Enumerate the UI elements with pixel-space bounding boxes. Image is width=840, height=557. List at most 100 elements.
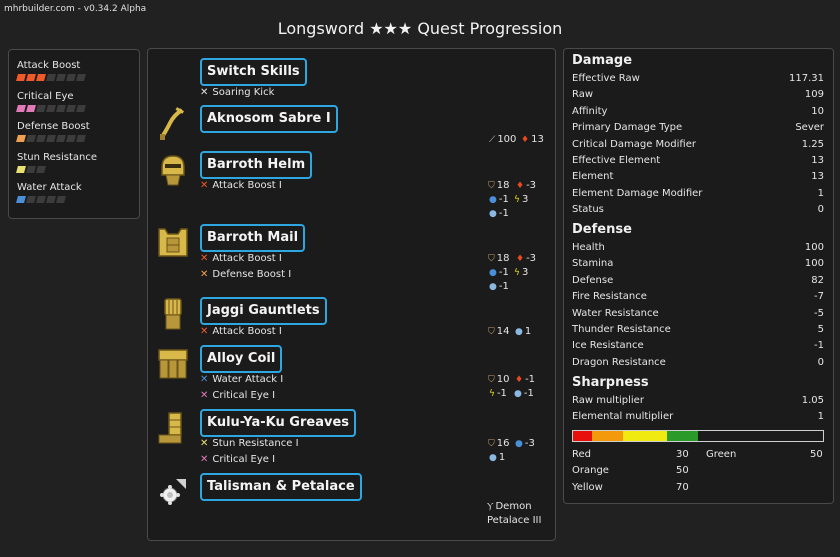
skill-pip-empty <box>46 74 56 81</box>
skill-water-attack[interactable]: Water Attack <box>16 182 82 203</box>
stat-label: Ice Resistance <box>572 340 644 352</box>
skill-level-pips <box>16 196 82 203</box>
attack-boost-icon: ✕ <box>200 180 209 191</box>
skill-level-pips <box>16 105 86 112</box>
skill-pip-empty <box>46 135 56 142</box>
switch-skill-item: ✕Soaring Kick <box>200 87 274 98</box>
skill-attack-boost[interactable]: Attack Boost <box>16 60 86 81</box>
stat-row: Health 100 <box>572 242 824 253</box>
helm-skill-item: ✕Attack Boost I <box>200 180 282 191</box>
helm-defense-stat: ⛉18 <box>488 180 510 191</box>
defense-icon: ⛉ <box>488 254 495 264</box>
skill-name: Defense Boost <box>17 121 90 132</box>
sharpness-yellow-label: Yellow <box>572 482 603 493</box>
stat-value: 100 <box>804 242 824 253</box>
stat-value: 10 <box>811 105 824 117</box>
talisman-button[interactable]: Talisman & Petalace <box>200 473 362 501</box>
leg-armor-icon <box>156 411 190 445</box>
defense-section-title: Defense <box>572 222 632 237</box>
weapon-fire-stat: ♦13 <box>521 134 544 145</box>
water-icon: ● <box>515 439 523 449</box>
coil-skill-item: ✕Critical Eye I <box>200 390 276 401</box>
chest-armor-icon <box>156 226 190 260</box>
greaves-water-stat: ●-3 <box>515 438 535 449</box>
damage-section-title: Damage <box>572 53 633 68</box>
defense-icon: ⛉ <box>488 375 495 385</box>
stat-label: Primary Damage Type <box>572 122 683 134</box>
skill-pip-empty <box>56 74 66 81</box>
fire-icon: ♦ <box>516 181 525 191</box>
skill-pip-empty <box>76 74 86 81</box>
switch-skill-icon: ✕ <box>200 87 209 98</box>
ice-icon: ● <box>514 389 522 399</box>
mail-skill-item: ✕Attack Boost I <box>200 253 282 264</box>
skill-pip-empty <box>36 105 46 112</box>
sharpness-green-label: Green <box>706 449 737 460</box>
skill-pip-empty <box>66 74 76 81</box>
helm-icon <box>156 153 190 187</box>
skill-stun-resistance[interactable]: Stun Resistance <box>16 152 97 173</box>
mail-fire-stat: ♦-3 <box>516 253 537 264</box>
coil-fire-stat: ♦-1 <box>515 374 536 385</box>
stun-resistance-icon: ✕ <box>200 438 209 449</box>
thunder-icon: ϟ <box>514 195 520 205</box>
skill-critical-eye[interactable]: Critical Eye <box>16 91 86 112</box>
weapon-button[interactable]: Aknosom Sabre I <box>200 105 338 133</box>
stat-value: -5 <box>814 307 824 319</box>
skill-pip-empty <box>46 105 56 112</box>
skill-pip-empty <box>56 135 66 142</box>
fire-icon: ♦ <box>515 375 524 385</box>
stat-label: Elemental multiplier <box>572 411 674 423</box>
skill-pip-empty <box>66 105 76 112</box>
stat-value: 0 <box>817 356 824 368</box>
skill-name: Critical Eye <box>17 91 74 102</box>
sharpness-orange-label: Orange <box>572 465 609 476</box>
ice-icon: ● <box>489 282 497 292</box>
skill-pip-empty <box>56 105 66 112</box>
mail-ice-stat: ●-1 <box>489 281 509 292</box>
sharpness-icon: ⟋ <box>489 135 496 145</box>
stat-row: Ice Resistance -1 <box>572 340 824 351</box>
attack-boost-icon: ✕ <box>200 326 209 337</box>
stat-value: 117.31 <box>789 73 824 84</box>
coil-defense-stat: ⛉10 <box>488 374 510 385</box>
mail-button[interactable]: Barroth Mail <box>200 224 306 252</box>
greaves-button[interactable]: Kulu-Ya-Ku Greaves <box>200 409 357 437</box>
skill-level-pips <box>16 74 86 81</box>
skill-pip-empty <box>36 196 46 203</box>
coil-button[interactable]: Alloy Coil <box>200 345 283 373</box>
stat-value: 1.05 <box>801 395 824 406</box>
helm-button[interactable]: Barroth Helm <box>200 151 313 179</box>
stat-value: 0 <box>817 204 824 216</box>
stat-label: Health <box>572 242 605 253</box>
gauntlets-button[interactable]: Jaggi Gauntlets <box>200 297 327 325</box>
gauntlets-defense-stat: ⛉14 <box>488 326 510 337</box>
stat-label: Defense <box>572 274 614 286</box>
sharpness-green-value: 50 <box>810 449 823 460</box>
defense-icon: ⛉ <box>488 439 495 449</box>
stat-value: -1 <box>814 340 824 352</box>
stat-value: 13 <box>811 155 824 166</box>
skill-pip-empty <box>26 196 36 203</box>
stat-label: Effective Element <box>572 155 661 166</box>
coil-thunder-stat: ϟ-1 <box>489 388 507 399</box>
critical-eye-icon: ✕ <box>200 454 209 465</box>
stat-label: Raw <box>572 89 594 101</box>
waist-armor-icon <box>156 347 190 381</box>
skill-pip-empty <box>36 135 46 142</box>
gauntlets-skill-item: ✕Attack Boost I <box>200 326 282 337</box>
sharpness-segment <box>623 431 667 441</box>
skill-defense-boost[interactable]: Defense Boost <box>16 121 90 142</box>
switch-skills-button[interactable]: Switch Skills <box>200 58 307 86</box>
water-attack-icon: ✕ <box>200 374 209 385</box>
version-label: mhrbuilder.com - v0.34.2 Alpha <box>4 4 147 14</box>
